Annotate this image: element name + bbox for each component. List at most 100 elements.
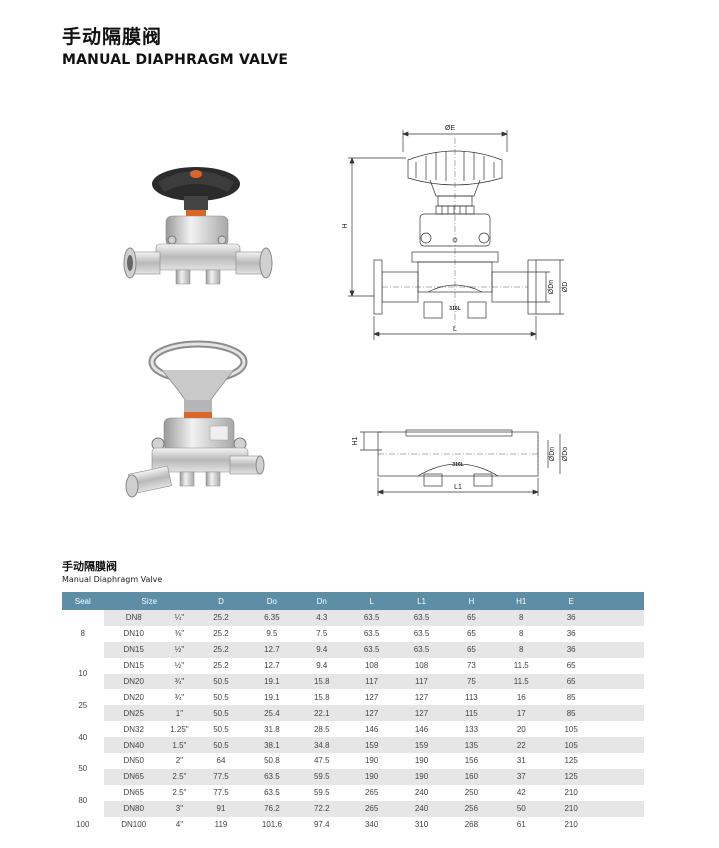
cell-size-dn: DN10 [123,629,144,639]
cell-h1: 31 [516,756,526,766]
cell-do: 6.35 [246,610,297,626]
dim-label-e: ØE [445,125,455,132]
cell-size-inch: ¾" [174,692,185,702]
cell-size-inch: ½" [174,661,185,671]
cell-d: 50.5 [195,673,247,690]
cell-e: 210 [564,788,578,798]
cell-size-inch: ⅜" [174,629,185,639]
cell-do: 9.5 [266,629,278,639]
cell-spacer [596,626,644,642]
cell-h1: 50 [496,800,547,817]
cell-l: 127 [364,692,379,702]
cell-size-dn: DN50 [123,756,144,766]
cell-seal: 8 [62,610,104,658]
cell-d: 50.5 [213,724,229,734]
cell-h: 73 [466,661,476,671]
cell-size-dn: DN8 [103,610,164,626]
cell-e: 125 [564,756,578,766]
cell-d: 25.2 [213,629,229,639]
cell-dn: 59.5 [313,788,330,798]
cell-e: 105 [564,724,578,734]
col-header-d: D [195,592,247,610]
cell-l1: 127 [414,692,429,702]
cell-spacer [596,785,644,801]
cell-do: 25.4 [246,705,297,722]
cell-d: 25.2 [195,610,247,626]
cell-size-inch: ¼" [163,610,195,626]
cell-spacer [596,673,644,690]
cell-d: 77.5 [213,788,229,798]
col-header-size: Size [103,592,195,610]
cell-size-inch: 4" [175,820,184,830]
cell-size-dn: DN100 [121,820,147,830]
cell-d: 119 [214,820,228,830]
cell-spacer [596,721,644,737]
dim-label-do: ØDo [562,447,569,462]
cell-dn: 28.5 [313,724,330,734]
cell-l1: 240 [414,788,429,798]
cell-dn: 9.4 [316,661,328,671]
dim-label-l1: L1 [454,484,462,491]
material-mark-front: 316L [449,306,460,312]
cell-size-inch: 2" [175,756,184,766]
cell-size-inch: 2.5" [172,788,187,798]
cell-l1: 190 [414,756,429,766]
cell-h1: 37 [496,768,547,785]
cell-l: 146 [364,724,379,734]
cell-l1: 190 [396,768,447,785]
cell-d: 25.2 [195,641,247,658]
cell-size-dn: DN40 [103,737,164,754]
cell-h1: 16 [516,692,526,702]
cell-dn: 22.1 [296,705,347,722]
cell-h1: 42 [516,788,526,798]
dim-label-h: H [342,223,349,228]
cell-l: 190 [346,768,397,785]
cell-size-dn: DN65 [123,788,144,798]
cell-h: 133 [464,724,479,734]
cell-dn: 97.4 [313,820,330,830]
cell-e: 65 [566,661,576,671]
cell-d: 50.5 [195,705,247,722]
cell-e: 85 [566,692,576,702]
cell-d: 77.5 [195,768,247,785]
cell-do: 19.1 [264,692,280,702]
cell-spacer [596,610,644,626]
cell-size-inch: ¾" [163,673,195,690]
cell-spacer [596,689,644,705]
cell-l: 63.5 [363,629,380,639]
valve-photo-clamp [123,167,273,285]
cell-dn: 7.5 [316,629,328,639]
cell-h1: 8 [496,610,547,626]
cell-seal: 80 [62,784,104,817]
page-title-en: MANUAL DIAPHRAGM VALVE [62,52,289,68]
cell-l: 340 [364,820,379,830]
cell-size-dn: DN65 [103,768,164,785]
cell-d: 50.5 [213,692,229,702]
cell-e: 65 [546,673,597,690]
cell-l1: 63.5 [413,629,430,639]
page-title-cn: 手动隔膜阀 [62,26,163,48]
cell-h: 156 [464,756,479,766]
cell-do: 31.8 [264,724,280,734]
cell-size-dn: DN80 [103,800,164,817]
dim-label-d: ØD [562,282,569,293]
valve-photo-weld [125,340,265,498]
material-mark-bottom: 316L [452,462,463,468]
cell-l: 117 [346,673,397,690]
cell-e: 210 [564,820,578,830]
cell-spacer [596,817,644,833]
cell-size-dn: DN20 [103,673,164,690]
col-header-seal: Seal [62,592,104,610]
cell-do: 63.5 [246,768,297,785]
cell-dn: 59.5 [296,768,347,785]
cell-h: 160 [446,768,497,785]
dim-label-dn-bottom: ØDn [549,447,556,462]
